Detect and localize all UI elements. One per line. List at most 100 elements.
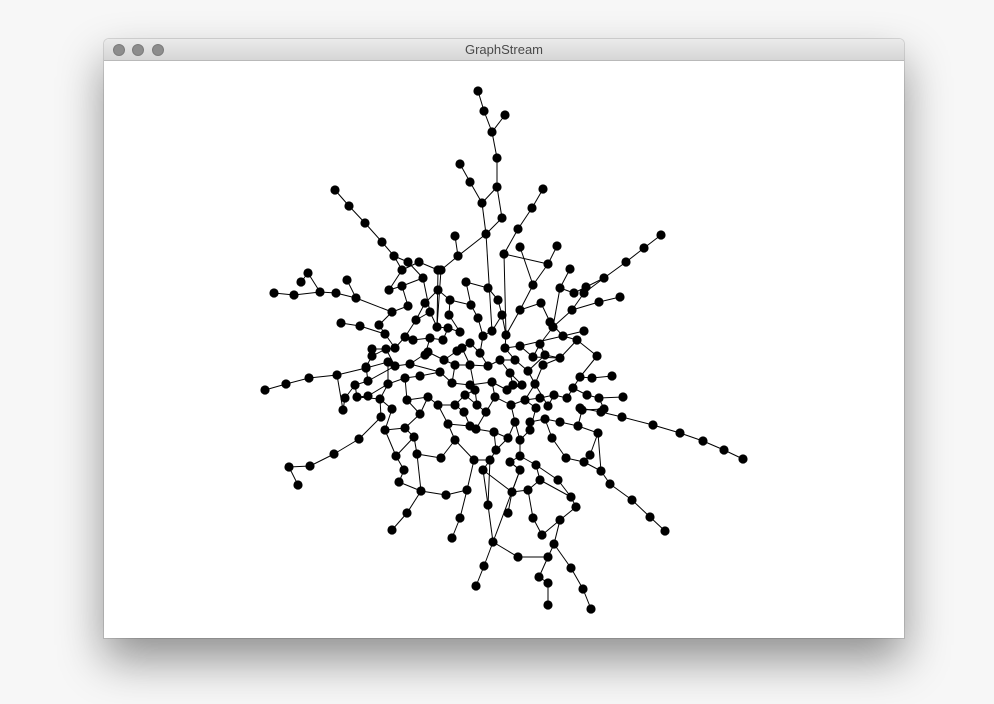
- graph-node[interactable]: [572, 335, 582, 345]
- graph-node[interactable]: [445, 295, 455, 305]
- graph-node[interactable]: [483, 500, 493, 510]
- graph-node[interactable]: [528, 280, 538, 290]
- graph-node[interactable]: [485, 455, 495, 465]
- graph-node[interactable]: [444, 310, 454, 320]
- graph-node[interactable]: [380, 425, 390, 435]
- graph-node[interactable]: [656, 230, 666, 240]
- graph-node[interactable]: [503, 508, 513, 518]
- graph-node[interactable]: [432, 322, 442, 332]
- graph-node[interactable]: [513, 224, 523, 234]
- graph-node[interactable]: [567, 305, 577, 315]
- minimize-button[interactable]: [132, 44, 144, 56]
- graph-node[interactable]: [515, 465, 525, 475]
- graph-node[interactable]: [596, 466, 606, 476]
- graph-node[interactable]: [565, 264, 575, 274]
- graph-node[interactable]: [284, 462, 294, 472]
- graph-node[interactable]: [593, 428, 603, 438]
- graph-node[interactable]: [543, 578, 553, 588]
- graph-node[interactable]: [387, 404, 397, 414]
- graph-node[interactable]: [501, 330, 511, 340]
- graph-node[interactable]: [389, 251, 399, 261]
- graph-node[interactable]: [585, 450, 595, 460]
- graph-node[interactable]: [528, 513, 538, 523]
- graph-node[interactable]: [461, 277, 471, 287]
- graph-node[interactable]: [489, 427, 499, 437]
- graph-node[interactable]: [473, 313, 483, 323]
- graph-node[interactable]: [543, 552, 553, 562]
- graph-node[interactable]: [472, 400, 482, 410]
- graph-node[interactable]: [447, 378, 457, 388]
- graph-node[interactable]: [466, 300, 476, 310]
- graph-node[interactable]: [515, 341, 525, 351]
- graph-node[interactable]: [425, 333, 435, 343]
- graph-node[interactable]: [450, 435, 460, 445]
- graph-node[interactable]: [599, 404, 609, 414]
- graph-node[interactable]: [525, 425, 535, 435]
- graph-node[interactable]: [374, 320, 384, 330]
- graph-node[interactable]: [553, 475, 563, 485]
- graph-node[interactable]: [438, 335, 448, 345]
- graph-node[interactable]: [575, 372, 585, 382]
- graph-node[interactable]: [408, 335, 418, 345]
- graph-node[interactable]: [487, 377, 497, 387]
- graph-node[interactable]: [465, 338, 475, 348]
- graph-node[interactable]: [361, 362, 371, 372]
- graph-node[interactable]: [555, 283, 565, 293]
- graph-node[interactable]: [367, 351, 377, 361]
- graph-node[interactable]: [566, 563, 576, 573]
- graph-node[interactable]: [479, 561, 489, 571]
- graph-node[interactable]: [455, 513, 465, 523]
- graph-node[interactable]: [471, 581, 481, 591]
- graph-node[interactable]: [381, 344, 391, 354]
- graph-node[interactable]: [450, 400, 460, 410]
- graph-node[interactable]: [513, 552, 523, 562]
- graph-node[interactable]: [571, 502, 581, 512]
- graph-node[interactable]: [400, 373, 410, 383]
- graph-node[interactable]: [375, 394, 385, 404]
- graph-node[interactable]: [549, 539, 559, 549]
- graph-node[interactable]: [537, 530, 547, 540]
- graph-node[interactable]: [615, 292, 625, 302]
- graph-node[interactable]: [475, 348, 485, 358]
- graph-node[interactable]: [488, 537, 498, 547]
- graph-node[interactable]: [555, 417, 565, 427]
- graph-node[interactable]: [538, 184, 548, 194]
- graph-node[interactable]: [420, 298, 430, 308]
- graph-node[interactable]: [465, 360, 475, 370]
- graph-node[interactable]: [471, 424, 481, 434]
- graph-node[interactable]: [543, 401, 553, 411]
- graph-node[interactable]: [303, 268, 313, 278]
- graph-node[interactable]: [363, 391, 373, 401]
- graph-node[interactable]: [350, 380, 360, 390]
- graph-node[interactable]: [594, 393, 604, 403]
- graph-node[interactable]: [540, 414, 550, 424]
- graph-node[interactable]: [525, 417, 535, 427]
- graph-node[interactable]: [500, 110, 510, 120]
- graph-node[interactable]: [450, 360, 460, 370]
- graph-node[interactable]: [555, 515, 565, 525]
- graph-node[interactable]: [617, 412, 627, 422]
- graph-node[interactable]: [605, 479, 615, 489]
- graph-node[interactable]: [490, 392, 500, 402]
- graph-node[interactable]: [355, 321, 365, 331]
- graph-node[interactable]: [562, 393, 572, 403]
- graph-node[interactable]: [443, 323, 453, 333]
- graph-node[interactable]: [304, 373, 314, 383]
- graph-node[interactable]: [586, 604, 596, 614]
- zoom-button[interactable]: [152, 44, 164, 56]
- graph-node[interactable]: [400, 423, 410, 433]
- graph-node[interactable]: [510, 355, 520, 365]
- graph-node[interactable]: [330, 185, 340, 195]
- graph-node[interactable]: [573, 421, 583, 431]
- graph-node[interactable]: [481, 407, 491, 417]
- graph-node[interactable]: [453, 251, 463, 261]
- graph-node[interactable]: [594, 297, 604, 307]
- graph-node[interactable]: [332, 370, 342, 380]
- graph-node[interactable]: [383, 357, 393, 367]
- graph-node[interactable]: [497, 213, 507, 223]
- graph-node[interactable]: [400, 332, 410, 342]
- graph-node[interactable]: [531, 403, 541, 413]
- graph-node[interactable]: [470, 385, 480, 395]
- graph-node[interactable]: [478, 331, 488, 341]
- graph-node[interactable]: [492, 182, 502, 192]
